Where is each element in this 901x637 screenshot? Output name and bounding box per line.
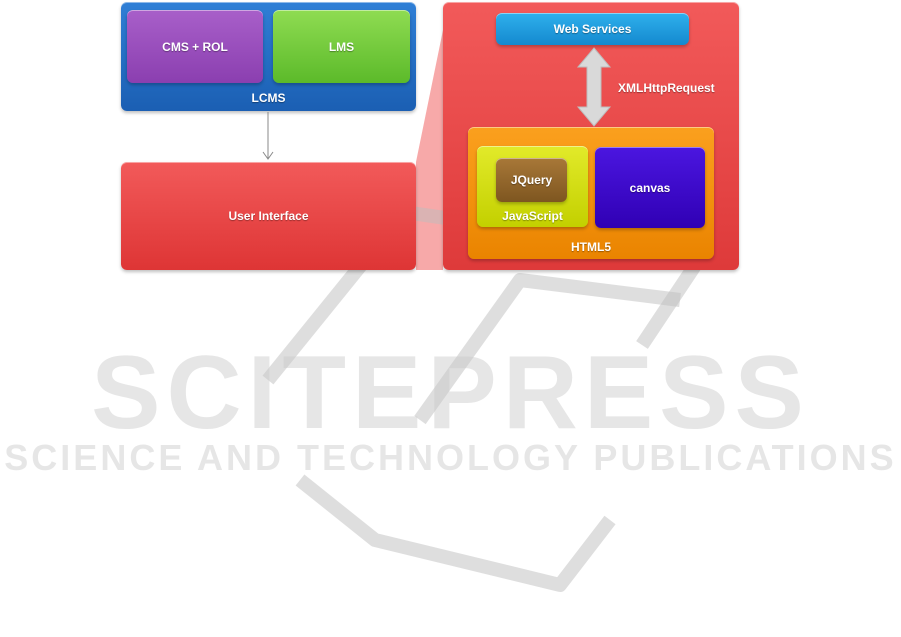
jquery-label: JQuery — [511, 173, 552, 187]
canvas-box: canvas — [595, 147, 705, 228]
html5-label: HTML5 — [468, 240, 714, 254]
javascript-label: JavaScript — [477, 209, 588, 223]
canvas-label: canvas — [630, 181, 671, 195]
xmlhttprequest-label: XMLHttpRequest — [618, 81, 715, 95]
jquery-box: JQuery — [496, 158, 567, 202]
